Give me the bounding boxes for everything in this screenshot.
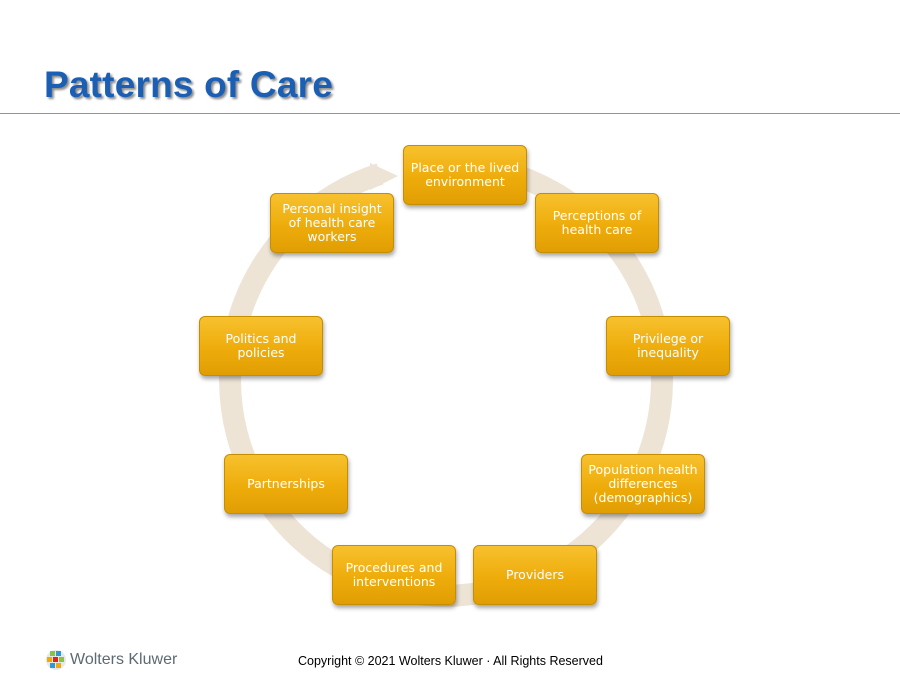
title-divider — [0, 113, 900, 114]
cycle-arrowhead — [370, 163, 398, 190]
cycle-node-label: Providers — [506, 567, 564, 582]
cycle-node-label: Perceptions of health care — [552, 208, 642, 237]
cycle-node-label: Place or the lived environment — [410, 160, 520, 189]
cycle-node-perceptions: Perceptions of health care — [535, 193, 659, 253]
copyright-notice: Copyright © 2021 Wolters Kluwer · All Ri… — [298, 654, 603, 668]
cycle-node-label: Procedures and interventions — [345, 560, 443, 589]
wolters-kluwer-logo: Wolters Kluwer — [45, 649, 177, 671]
cycle-node-place: Place or the lived environment — [403, 145, 527, 205]
page-title: Patterns of Care — [44, 64, 334, 105]
cycle-node-procedures: Procedures and interventions — [332, 545, 456, 605]
cycle-node-providers: Providers — [473, 545, 597, 605]
wolters-kluwer-mark-icon — [46, 650, 66, 670]
cycle-node-label: Politics and policies — [225, 331, 297, 360]
cycle-node-label: Personal insight of health care workers — [282, 201, 382, 244]
cycle-node-privilege: Privilege or inequality — [606, 316, 730, 376]
cycle-node-politics: Politics and policies — [199, 316, 323, 376]
cycle-node-population-health: Population health differences (demograph… — [581, 454, 705, 514]
cycle-node-partnerships: Partnerships — [224, 454, 348, 514]
cycle-node-label: Partnerships — [247, 476, 325, 491]
cycle-node-label: Population health differences (demograph… — [588, 462, 698, 505]
logo-text: Wolters Kluwer — [70, 651, 178, 668]
cycle-node-label: Privilege or inequality — [632, 331, 704, 360]
cycle-node-personal-insight: Personal insight of health care workers — [270, 193, 394, 253]
